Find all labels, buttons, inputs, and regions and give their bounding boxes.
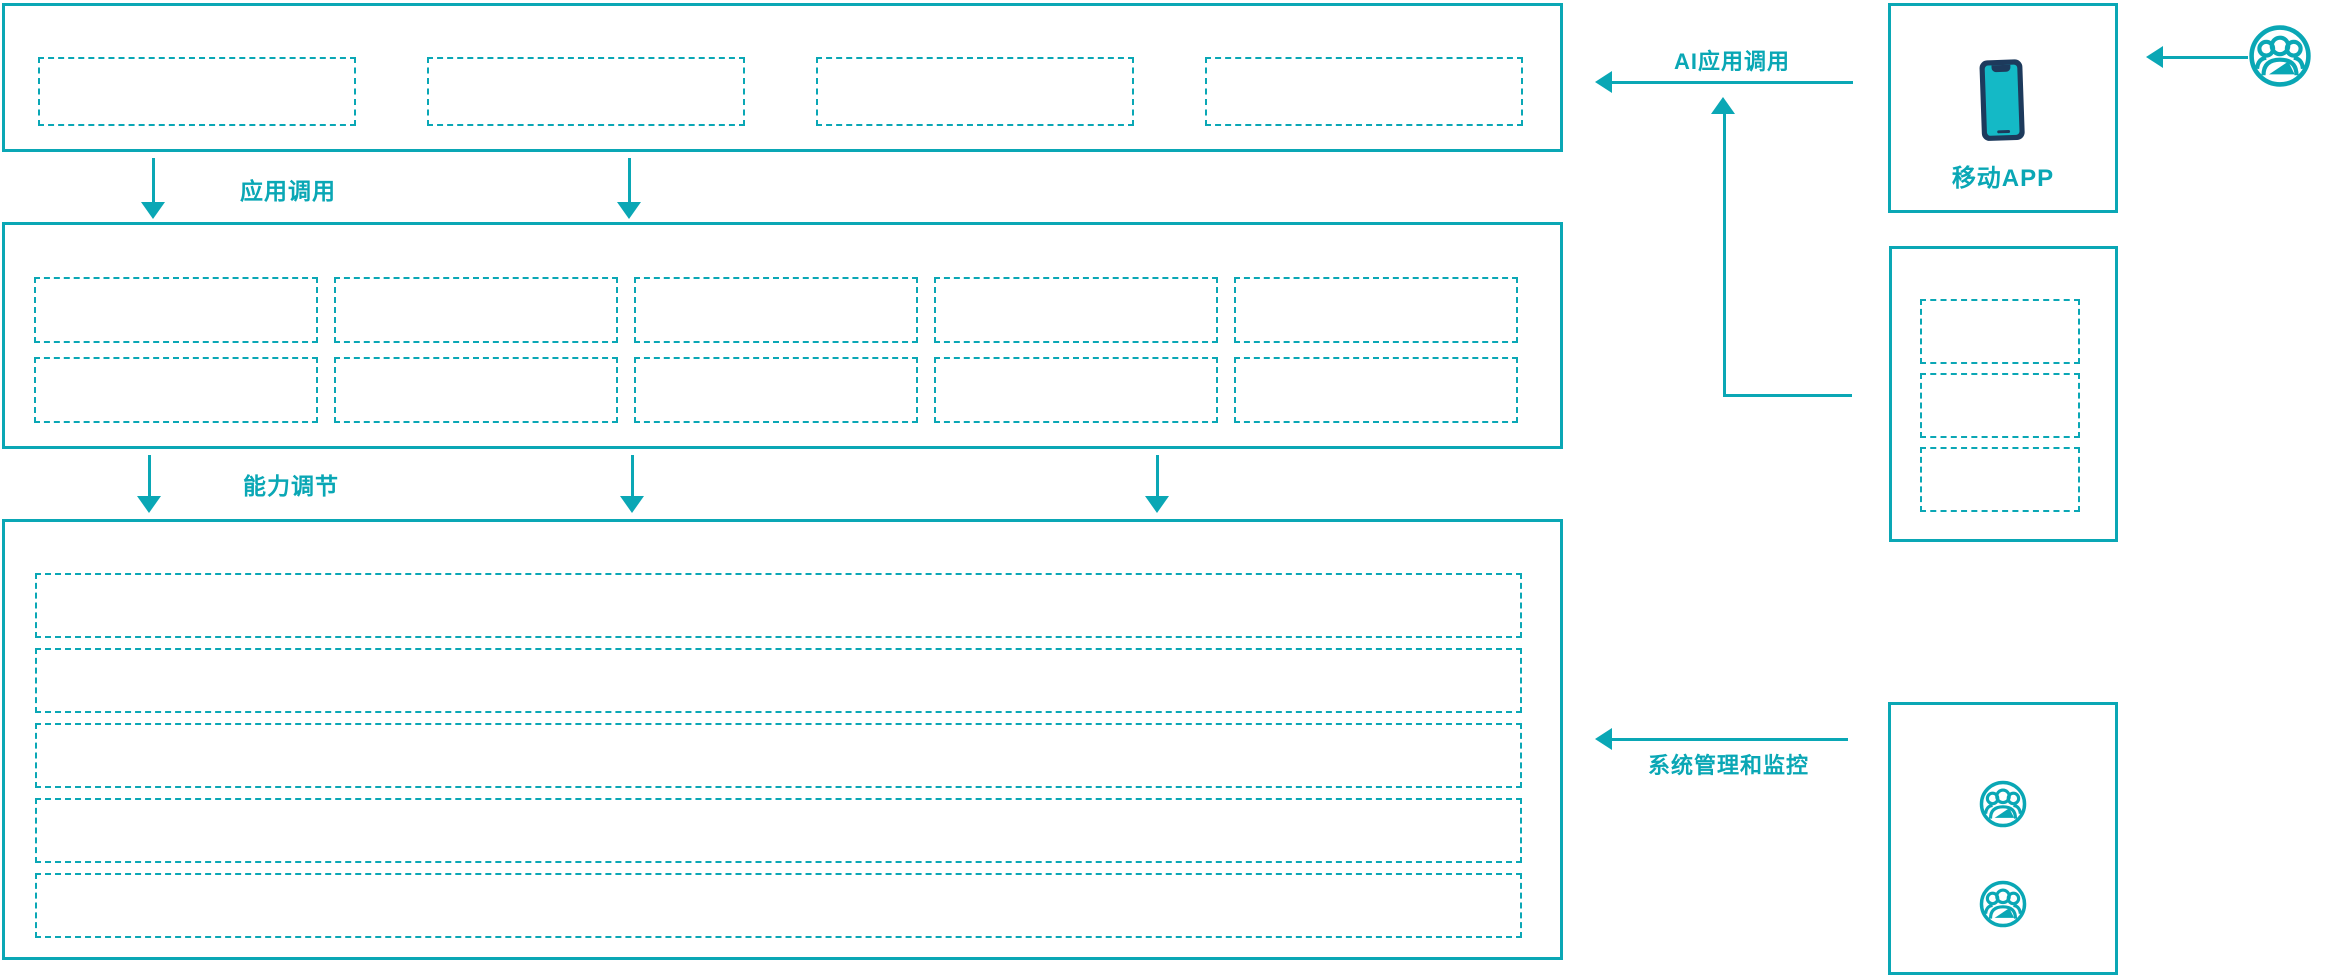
placeholder-box (634, 277, 918, 343)
arrow-app-call-2-line (628, 158, 631, 203)
user-group-icon (1979, 780, 2027, 828)
mobile-app-label: 移动APP (1951, 165, 2055, 192)
placeholder-box (816, 57, 1134, 126)
arrow-ai-call-head (1595, 71, 1612, 93)
arrow-sys-monitor-head (1595, 728, 1612, 750)
arrow-capability-1-line (148, 455, 151, 497)
connector-horizontal-line (1723, 394, 1852, 397)
connector-up-line (1723, 113, 1726, 396)
placeholder-box (34, 357, 318, 423)
ai-app-call-label: AI应用调用 (1674, 49, 1791, 74)
placeholder-box (35, 573, 1522, 638)
system-monitor-label: 系统管理和监控 (1648, 753, 1810, 778)
user-group-icon (1979, 880, 2027, 928)
smartphone-icon (1979, 59, 2025, 141)
right-middle-placeholders (1892, 249, 2115, 512)
arrow-user-to-app-line (2162, 56, 2248, 59)
resource-layer-box (2, 519, 1563, 960)
connector-up-head (1711, 97, 1735, 114)
placeholder-box (1920, 447, 2080, 512)
mobile-app-content: 移动APP (1891, 6, 2115, 210)
right-middle-box (1889, 246, 2118, 542)
placeholder-box (334, 357, 618, 423)
user-group-icon (2249, 25, 2311, 87)
app-call-label: 应用调用 (240, 178, 336, 204)
placeholder-box (35, 798, 1522, 863)
arrow-capability-2-line (631, 455, 634, 497)
arrow-app-call-2-head (617, 202, 641, 219)
app-layer-placeholders (5, 6, 1560, 126)
arrow-app-call-1-line (152, 158, 155, 203)
placeholder-box (427, 57, 745, 126)
placeholder-box (1234, 277, 1518, 343)
placeholder-box (38, 57, 356, 126)
capability-tune-label: 能力调节 (243, 473, 339, 499)
arrow-capability-3-line (1156, 455, 1159, 497)
placeholder-box (934, 277, 1218, 343)
arrow-capability-2-head (620, 496, 644, 513)
resource-layer-rows (5, 522, 1560, 938)
placeholder-box (1920, 373, 2080, 438)
operators-box (1888, 702, 2118, 975)
placeholder-box (1234, 357, 1518, 423)
capability-layer-grid (5, 225, 1560, 423)
app-layer-box (2, 3, 1563, 152)
placeholder-box (35, 648, 1522, 713)
arrow-sys-monitor-line (1612, 738, 1848, 741)
placeholder-box (334, 277, 618, 343)
arrow-capability-1-head (137, 496, 161, 513)
placeholder-box (934, 357, 1218, 423)
mobile-app-box: 移动APP (1888, 3, 2118, 213)
capability-layer-box (2, 222, 1563, 449)
placeholder-box (1205, 57, 1523, 126)
placeholder-box (34, 277, 318, 343)
user-group-icon-slot (2247, 23, 2313, 89)
placeholder-box (634, 357, 918, 423)
arrow-capability-3-head (1145, 496, 1169, 513)
placeholder-box (35, 873, 1522, 938)
arrow-ai-call-line (1612, 81, 1853, 84)
arrow-user-to-app-head (2146, 46, 2163, 68)
operator-icons (1891, 705, 2115, 929)
placeholder-box (35, 723, 1522, 788)
arrow-app-call-1-head (141, 202, 165, 219)
placeholder-box (1920, 299, 2080, 364)
